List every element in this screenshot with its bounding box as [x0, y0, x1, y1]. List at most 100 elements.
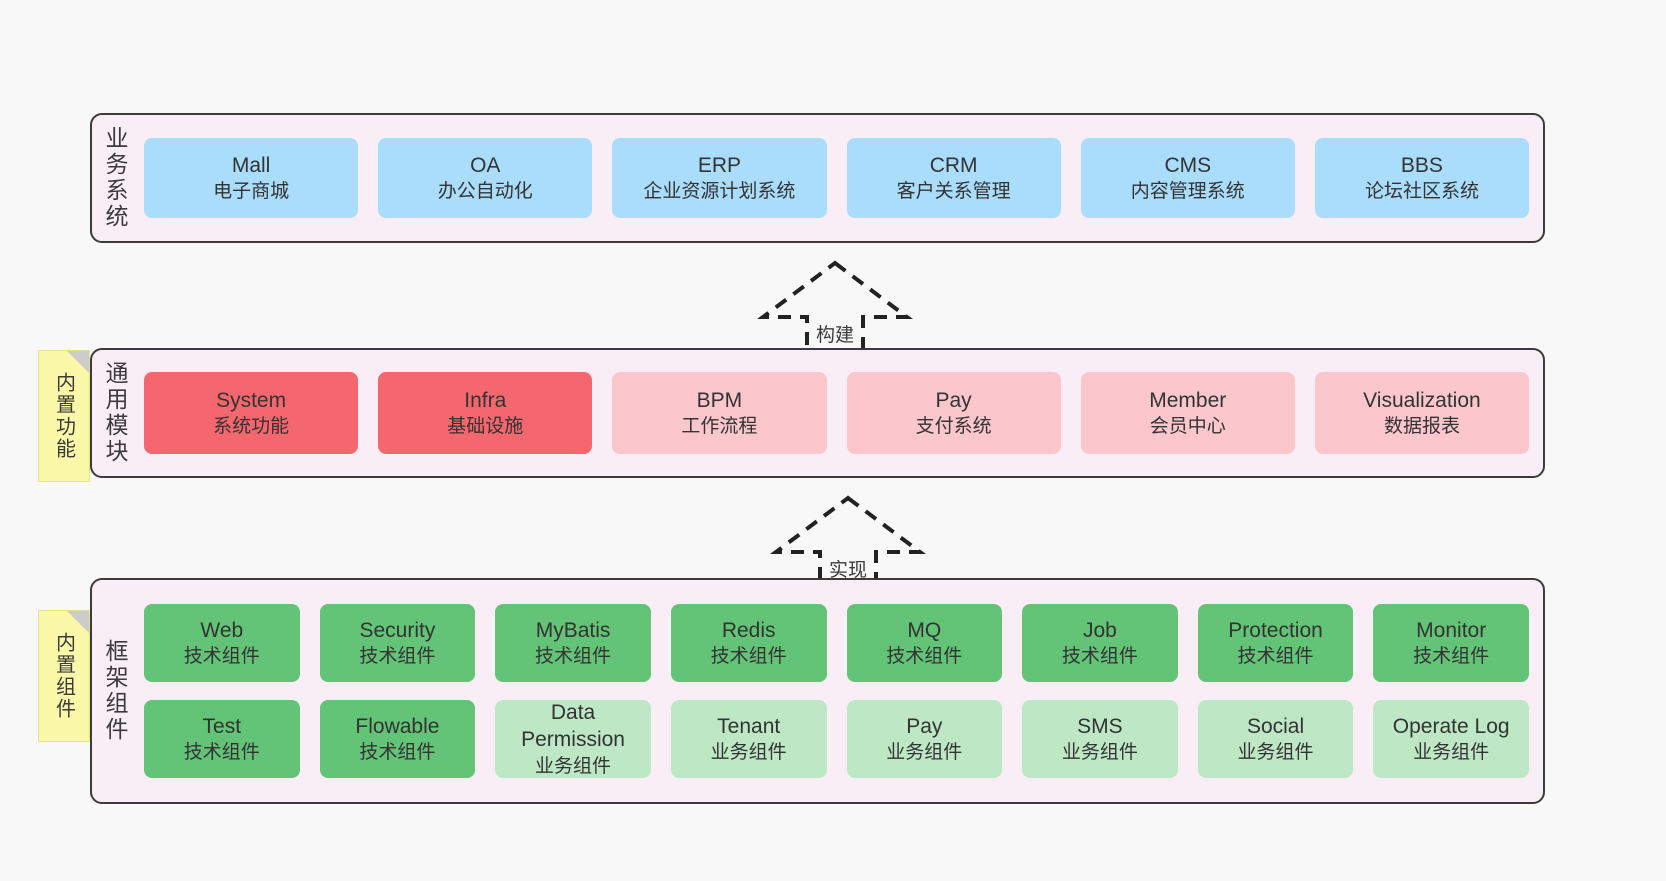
framework-component-card-desc: 技术组件	[359, 742, 436, 764]
common-module-card-name: Infra	[464, 388, 507, 412]
business-system-card[interactable]: BBS 论坛社区系统	[1314, 138, 1530, 218]
framework-component-card-name: Flowable	[355, 714, 440, 738]
framework-component-card-desc: 技术组件	[359, 646, 436, 668]
business-system-card-name: BBS	[1400, 153, 1443, 177]
business-system-card[interactable]: Mall 电子商城	[144, 138, 359, 218]
framework-component-card[interactable]: MQ 技术组件	[846, 604, 1003, 682]
framework-component-card[interactable]: Pay 业务组件	[846, 700, 1003, 778]
framework-component-card-name: Monitor	[1416, 618, 1487, 642]
framework-component-card-desc: 技术组件	[886, 646, 963, 668]
common-module-card-desc: 数据报表	[1383, 416, 1460, 438]
business-systems-layer-title: 业务系统	[102, 126, 128, 230]
business-system-card-desc: 论坛社区系统	[1364, 181, 1479, 203]
common-module-card[interactable]: Visualization 数据报表	[1314, 372, 1530, 454]
connector-implement-label: 实现	[828, 560, 868, 581]
framework-component-card[interactable]: Operate Log 业务组件	[1373, 700, 1529, 778]
common-module-card[interactable]: Infra 基础设施	[378, 372, 593, 454]
common-module-card-name: BPM	[696, 388, 743, 412]
business-system-card-name: OA	[470, 153, 501, 177]
business-system-card-desc: 内容管理系统	[1130, 181, 1245, 203]
common-module-card[interactable]: System 系统功能	[144, 372, 359, 454]
business-system-card-name: CMS	[1164, 153, 1212, 177]
sticky-fold-icon	[67, 611, 89, 633]
framework-component-card[interactable]: Social 业务组件	[1197, 700, 1354, 778]
sticky-note-builtin-features-label: 内置功能	[52, 372, 75, 460]
framework-component-card-desc: 业务组件	[886, 742, 963, 764]
framework-component-card-desc: 技术组件	[1413, 646, 1490, 668]
framework-components-layer-title: 框架组件	[102, 639, 128, 743]
framework-component-card-desc: 业务组件	[1061, 742, 1138, 764]
framework-component-card-desc: 技术组件	[1061, 646, 1138, 668]
common-module-card-desc: 支付系统	[915, 416, 992, 438]
framework-component-card-desc: 技术组件	[1237, 646, 1314, 668]
framework-component-card[interactable]: Job 技术组件	[1022, 604, 1178, 682]
framework-component-card-name: SMS	[1077, 714, 1123, 738]
framework-component-card-name: Social	[1246, 714, 1305, 738]
framework-component-card-name: Web	[200, 618, 244, 642]
framework-component-card-desc: 技术组件	[183, 646, 260, 668]
framework-component-card[interactable]: SMS 业务组件	[1022, 700, 1178, 778]
business-system-card-name: Mall	[231, 153, 271, 177]
framework-component-card[interactable]: Data Permission 业务组件	[495, 700, 651, 778]
framework-component-card[interactable]: Tenant 业务组件	[670, 700, 827, 778]
framework-component-card[interactable]: Redis 技术组件	[670, 604, 827, 682]
business-system-card-desc: 客户关系管理	[896, 181, 1011, 203]
framework-component-card-name: MyBatis	[535, 618, 611, 642]
framework-component-card-name: Protection	[1228, 618, 1323, 642]
common-module-card-name: System	[216, 388, 287, 412]
business-system-card[interactable]: OA 办公自动化	[378, 138, 593, 218]
business-system-card[interactable]: CMS 内容管理系统	[1080, 138, 1295, 218]
business-system-card[interactable]: CRM 客户关系管理	[846, 138, 1061, 218]
business-systems-body: Mall 电子商城 OA 办公自动化 ERP 企业资源计划系统 CRM 客户关系管理 CMS 内容…	[138, 115, 1543, 241]
sticky-note-builtin-components: 内置组件	[38, 610, 90, 742]
framework-component-card-desc: 技术组件	[183, 742, 260, 764]
framework-component-card-name: Test	[202, 714, 242, 738]
sticky-note-builtin-features: 内置功能	[38, 350, 90, 482]
common-module-card-desc: 基础设施	[447, 416, 524, 438]
common-module-card-desc: 会员中心	[1149, 416, 1226, 438]
framework-component-card-desc: 技术组件	[710, 646, 787, 668]
framework-component-card[interactable]: Test 技术组件	[144, 700, 300, 778]
business-system-card[interactable]: ERP 企业资源计划系统	[612, 138, 827, 218]
common-module-card-desc: 系统功能	[213, 416, 290, 438]
business-systems-layer: 业务系统 Mall 电子商城 OA 办公自动化 ERP 企业资源计划系统 CRM 客户关系管理…	[90, 113, 1545, 243]
framework-component-card-name: MQ	[907, 618, 942, 642]
framework-component-card-name: Tenant	[717, 714, 781, 738]
framework-component-card-name: Pay	[906, 714, 943, 738]
framework-component-card-desc: 技术组件	[535, 646, 612, 668]
common-module-card-name: Member	[1149, 388, 1227, 412]
common-modules-layer-title: 通用模块	[102, 361, 128, 465]
common-module-card[interactable]: Pay 支付系统	[846, 372, 1061, 454]
common-module-card[interactable]: Member 会员中心	[1080, 372, 1295, 454]
framework-component-card-name: Data Permission	[521, 700, 625, 752]
business-system-card-desc: 电子商城	[213, 181, 290, 203]
framework-component-card[interactable]: MyBatis 技术组件	[495, 604, 651, 682]
framework-component-card-desc: 业务组件	[535, 756, 612, 778]
common-module-card-name: Visualization	[1363, 388, 1481, 412]
framework-component-card[interactable]: Monitor 技术组件	[1373, 604, 1529, 682]
business-system-card-desc: 企业资源计划系统	[643, 181, 796, 203]
framework-component-card-name: Redis	[721, 618, 776, 642]
framework-component-card-name: Operate Log	[1392, 714, 1510, 738]
framework-component-card[interactable]: Protection 技术组件	[1197, 604, 1354, 682]
framework-component-card-name: Job	[1083, 618, 1117, 642]
common-module-card-name: Pay	[935, 388, 972, 412]
framework-component-card-desc: 业务组件	[1237, 742, 1314, 764]
framework-component-card-desc: 业务组件	[1413, 742, 1490, 764]
business-system-card-name: ERP	[697, 153, 742, 177]
framework-component-card-desc: 业务组件	[710, 742, 787, 764]
business-system-card-name: CRM	[929, 153, 978, 177]
framework-component-card[interactable]: Web 技术组件	[144, 604, 300, 682]
framework-component-card[interactable]: Flowable 技术组件	[319, 700, 476, 778]
business-system-card-desc: 办公自动化	[437, 181, 533, 203]
sticky-note-builtin-components-label: 内置组件	[52, 632, 75, 720]
